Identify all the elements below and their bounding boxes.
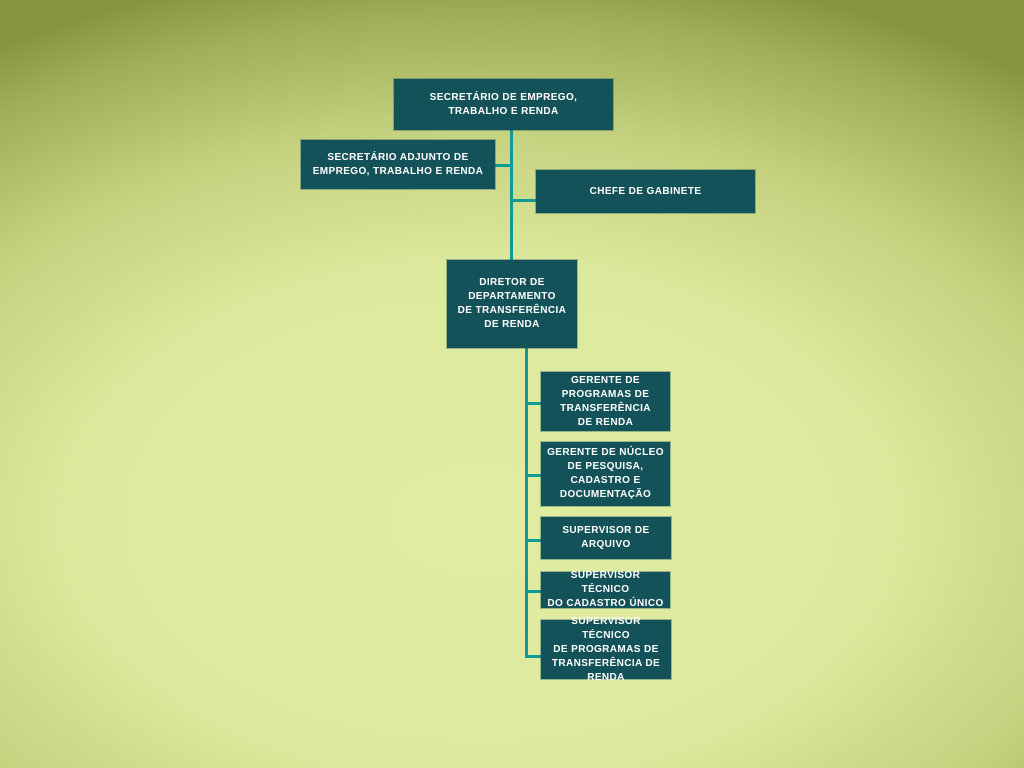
node-supervisor-tecnico-programas: SUPERVISOR TÉCNICO DE PROGRAMAS DE TRANS… xyxy=(541,616,671,683)
node-secretario-adjunto: SECRETÁRIO ADJUNTO DE EMPREGO, TRABALHO … xyxy=(301,140,495,189)
node-diretor: DIRETOR DE DEPARTAMENTO DE TRANSFERÊNCIA… xyxy=(447,260,577,348)
connector-sub-4 xyxy=(526,590,542,593)
node-supervisor-cadastro: SUPERVISOR TÉCNICO DO CADASTRO ÚNICO xyxy=(541,570,670,609)
connector-sub-5 xyxy=(526,655,542,658)
node-gerente-nucleo: GERENTE DE NÚCLEO DE PESQUISA, CADASTRO … xyxy=(541,442,670,506)
connector-sub-1 xyxy=(526,402,542,405)
connector-sub-vertical xyxy=(525,348,528,658)
connector-adjunto xyxy=(495,164,512,167)
connector-sub-3 xyxy=(526,539,542,542)
connector-sub-2 xyxy=(526,474,542,477)
node-chefe-gabinete: CHEFE DE GABINETE xyxy=(536,170,755,213)
connector-main-vertical xyxy=(510,130,513,261)
node-supervisor-arquivo: SUPERVISOR DE ARQUIVO xyxy=(541,517,671,559)
node-secretario: SECRETÁRIO DE EMPREGO, TRABALHO E RENDA xyxy=(394,79,613,130)
connector-chefe xyxy=(511,199,536,202)
node-gerente-programas: GERENTE DE PROGRAMAS DE TRANSFERÊNCIA DE… xyxy=(541,372,670,431)
